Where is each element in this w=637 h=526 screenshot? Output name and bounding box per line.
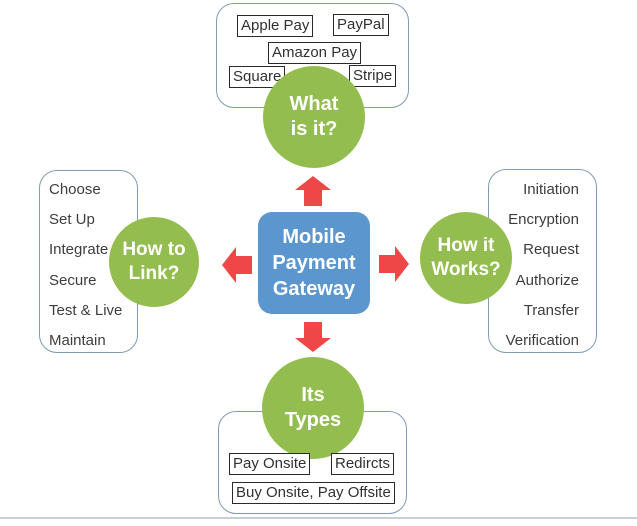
link-step: Test & Live [49, 301, 123, 319]
works-step: Verification [505, 331, 579, 349]
center-node-mobile-payment-gateway: Mobile Payment Gateway [258, 212, 370, 314]
link-step: Secure [49, 271, 97, 289]
circle-label-line: Works? [431, 259, 501, 280]
arrow-up-icon [295, 176, 331, 206]
circle-what-is-it: What is it? [263, 66, 365, 168]
tag-paypal: PayPal [333, 14, 389, 36]
works-step: Request [523, 241, 579, 259]
tag-square: Square [229, 66, 286, 88]
works-step: Transfer [523, 301, 579, 319]
link-step: Integrate [49, 241, 109, 259]
tag-stripe: Stripe [349, 65, 397, 87]
circle-label-line: What [289, 93, 339, 115]
link-step: Choose [49, 181, 101, 198]
circle-label-line: How it [437, 235, 495, 256]
center-label-line: Payment [272, 252, 356, 274]
circle-label-line: Link? [128, 263, 180, 284]
link-step: Maintain [49, 331, 106, 349]
works-step: Initiation [523, 181, 579, 198]
panel-how-to-link: Choose Set Up Integrate Secure Test & Li… [39, 170, 138, 353]
tag-buy-onsite-pay-offsite: Buy Onsite, Pay Offsite [232, 482, 395, 504]
center-label-line: Mobile [282, 226, 346, 248]
circle-how-it-works: How it Works? [420, 212, 512, 304]
circle-label-line: How to [122, 239, 186, 260]
tag-pay-onsite: Pay Onsite [229, 453, 311, 475]
tag-amazon-pay: Amazon Pay [268, 42, 362, 64]
tag-apple-pay: Apple Pay [237, 15, 314, 37]
circle-label-line: Its [301, 384, 325, 406]
center-label-line: Gateway [272, 278, 356, 300]
arrow-left-icon [222, 247, 252, 283]
circle-how-to-link: How to Link? [109, 217, 199, 307]
works-step: Authorize [515, 271, 579, 289]
tag-redirects: Redircts [331, 453, 395, 475]
circle-label-line: Types [284, 409, 342, 431]
arrow-right-icon [379, 246, 409, 282]
circle-label-line: is it? [290, 118, 338, 140]
arrow-down-icon [295, 322, 331, 352]
bottom-divider [0, 517, 637, 519]
link-step: Set Up [49, 211, 95, 229]
works-step: Encryption [508, 211, 579, 229]
circle-its-types: Its Types [262, 357, 364, 459]
